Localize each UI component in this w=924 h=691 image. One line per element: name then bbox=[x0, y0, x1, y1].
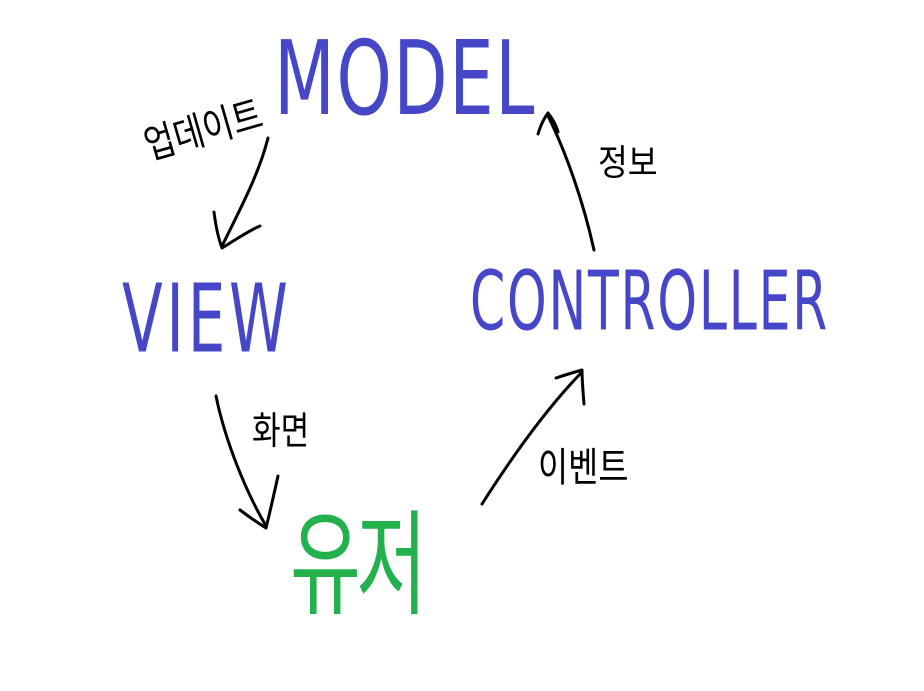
edge-label-info: 정보 bbox=[598, 143, 658, 184]
model-node: MODEL bbox=[274, 19, 536, 140]
edge-label-event: 이벤트 bbox=[538, 445, 629, 491]
user-node: 유저 bbox=[290, 498, 427, 633]
view-node: VIEW bbox=[122, 264, 292, 374]
arrow-view-to-user bbox=[214, 394, 280, 530]
arrow-user-to-controller bbox=[480, 368, 586, 506]
arrow-controller-to-model bbox=[536, 111, 596, 252]
controller-node: CONTROLLER bbox=[470, 253, 830, 350]
edge-label-screen: 화면 bbox=[252, 409, 310, 453]
arrow-model-to-view bbox=[212, 136, 270, 250]
